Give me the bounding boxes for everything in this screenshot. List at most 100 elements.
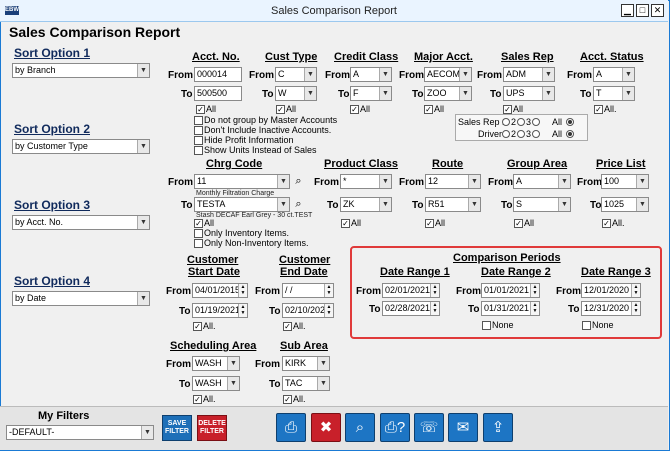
binoculars-icon[interactable]: ⌕ (295, 175, 302, 187)
route-all-checkbox[interactable]: ✓ (425, 219, 434, 228)
date-range-1-from-input[interactable]: 02/01/2021▲▼ (382, 283, 440, 298)
price-list-all-checkbox[interactable]: ✓ (602, 219, 611, 228)
chrg-code-to-select[interactable]: TESTA▼ (194, 197, 290, 212)
acct-status-to-select[interactable]: T▼ (593, 86, 635, 101)
cust-type-to-select[interactable]: W▼ (275, 86, 317, 101)
export-button[interactable]: ⇪ (483, 413, 513, 442)
cust-end-to-input[interactable]: 02/10/2020▲▼ (282, 303, 334, 318)
delete-filter-button[interactable]: DELETE FILTER (197, 415, 227, 441)
search-button[interactable]: ⌕ (345, 413, 375, 442)
spinner-icon[interactable]: ▲▼ (430, 302, 439, 315)
spinner-icon[interactable]: ▲▼ (530, 284, 539, 297)
option-hide-profit-checkbox[interactable] (194, 136, 203, 145)
sales-rep-1-radio-1[interactable] (502, 118, 510, 126)
group-area-from-select[interactable]: A▼ (513, 174, 571, 189)
chrg-code-from-select[interactable]: 11▼ (194, 174, 290, 189)
acct-no-all-checkbox[interactable]: ✓ (196, 105, 205, 114)
scheduling-area-all-checkbox[interactable]: ✓ (193, 395, 202, 404)
sort-option-3-select[interactable]: by Acct. No.▼ (12, 215, 150, 230)
close-button[interactable]: ✕ (651, 4, 664, 17)
major-acct-from-select[interactable]: AECOM▼ (424, 67, 472, 82)
acct-status-from-select[interactable]: A▼ (593, 67, 635, 82)
date-range-2-from-input[interactable]: 01/01/2021▲▼ (481, 283, 540, 298)
only-inventory-checkbox[interactable] (194, 229, 203, 238)
date-range-3-to-input[interactable]: 12/31/2020▲▼ (581, 301, 641, 316)
sales-rep-to-select[interactable]: UPS▼ (503, 86, 555, 101)
print-button[interactable]: ⎙ (276, 413, 306, 442)
sales-rep-1-radio-all[interactable] (566, 118, 574, 126)
sales-rep-1-radio-3[interactable] (532, 118, 540, 126)
product-class-from-select[interactable]: *▼ (340, 174, 392, 189)
sub-area-to-select[interactable]: TAC▼ (282, 376, 330, 391)
cancel-button[interactable]: ✖ (311, 413, 341, 442)
route-from-select[interactable]: 12▼ (425, 174, 481, 189)
chevron-down-icon: ▼ (558, 198, 570, 211)
major-acct-all-label: All (434, 104, 445, 114)
spinner-icon[interactable]: ▲▼ (238, 304, 247, 317)
sub-area-all-checkbox[interactable]: ✓ (283, 395, 292, 404)
sales-rep-from-select[interactable]: ADM▼ (503, 67, 555, 82)
group-area-to-select[interactable]: S▼ (513, 197, 571, 212)
driver-1-radio-2[interactable] (517, 130, 525, 138)
option-no-master-checkbox[interactable] (194, 116, 203, 125)
date-range-1-to-input[interactable]: 02/28/2021▲▼ (382, 301, 440, 316)
spinner-icon[interactable]: ▲▼ (324, 284, 333, 297)
route-to-select[interactable]: R51▼ (425, 197, 481, 212)
spinner-icon[interactable]: ▲▼ (324, 304, 333, 317)
sales-rep-1-radio-2[interactable] (517, 118, 525, 126)
major-acct-to-select[interactable]: ZOO▼ (424, 86, 472, 101)
driver-1-radio-1[interactable] (502, 130, 510, 138)
major-acct-all-checkbox[interactable]: ✓ (424, 105, 433, 114)
cust-type-from-select[interactable]: C▼ (275, 67, 317, 82)
credit-class-from-select[interactable]: A▼ (350, 67, 392, 82)
scheduling-area-to-select[interactable]: WASH▼ (192, 376, 240, 391)
driver-1-radio-all[interactable] (566, 130, 574, 138)
save-filter-button[interactable]: SAVE FILTER (162, 415, 192, 441)
cust-start-all-checkbox[interactable]: ✓ (193, 322, 202, 331)
acct-no-to-input[interactable]: 500500 (194, 86, 242, 101)
spinner-icon[interactable]: ▲▼ (530, 302, 539, 315)
credit-class-all-checkbox[interactable]: ✓ (350, 105, 359, 114)
option-no-inactive-checkbox[interactable] (194, 126, 203, 135)
option-show-units-checkbox[interactable] (194, 146, 203, 155)
cust-start-from-input[interactable]: 04/01/2015▲▼ (192, 283, 248, 298)
fax-button[interactable]: ☏ (414, 413, 444, 442)
spinner-icon[interactable]: ▲▼ (631, 302, 640, 315)
sales-rep-all-checkbox[interactable]: ✓ (503, 105, 512, 114)
binoculars-icon[interactable]: ⌕ (295, 198, 302, 210)
scheduling-area-from-select[interactable]: WASH▼ (192, 356, 240, 371)
date-range-2-none-checkbox[interactable] (482, 321, 491, 330)
maximize-button[interactable]: □ (636, 4, 649, 17)
chrg-code-all-checkbox[interactable]: ✓ (194, 219, 203, 228)
chevron-down-icon: ▼ (277, 175, 289, 188)
group-area-all-checkbox[interactable]: ✓ (514, 219, 523, 228)
spinner-icon[interactable]: ▲▼ (631, 284, 640, 297)
cust-end-from-input[interactable]: / /▲▼ (282, 283, 334, 298)
price-list-to-select[interactable]: 1025▼ (601, 197, 649, 212)
driver-1-radio-3[interactable] (532, 130, 540, 138)
only-non-inventory-checkbox[interactable] (194, 239, 203, 248)
date-range-2-none-label: None (492, 320, 514, 330)
acct-no-from-input[interactable]: 000014 (194, 67, 242, 82)
product-class-all-checkbox[interactable]: ✓ (341, 219, 350, 228)
minimize-button[interactable]: ▁ (621, 4, 634, 17)
date-range-3-from-input[interactable]: 12/01/2020▲▼ (581, 283, 641, 298)
product-class-to-select[interactable]: ZK▼ (340, 197, 392, 212)
sort-option-2-select[interactable]: by Customer Type▼ (12, 139, 150, 154)
sub-area-from-select[interactable]: KIRK▼ (282, 356, 330, 371)
date-range-2-to-input[interactable]: 01/31/2021▲▼ (481, 301, 540, 316)
price-list-from-select[interactable]: 100▼ (601, 174, 649, 189)
cust-start-to-input[interactable]: 01/19/2021▲▼ (192, 303, 248, 318)
my-filters-select[interactable]: -DEFAULT-▼ (6, 425, 154, 440)
acct-status-all-checkbox[interactable]: ✓ (594, 105, 603, 114)
date-range-3-none-checkbox[interactable] (582, 321, 591, 330)
print-preview-button[interactable]: ⎙? (380, 413, 410, 442)
sort-option-4-select[interactable]: by Date▼ (12, 291, 150, 306)
sort-option-1-select[interactable]: by Branch▼ (12, 63, 150, 78)
cust-end-all-checkbox[interactable]: ✓ (283, 322, 292, 331)
email-button[interactable]: ✉ (448, 413, 478, 442)
credit-class-to-select[interactable]: F▼ (350, 86, 392, 101)
spinner-icon[interactable]: ▲▼ (238, 284, 247, 297)
cust-type-all-checkbox[interactable]: ✓ (276, 105, 285, 114)
spinner-icon[interactable]: ▲▼ (430, 284, 439, 297)
